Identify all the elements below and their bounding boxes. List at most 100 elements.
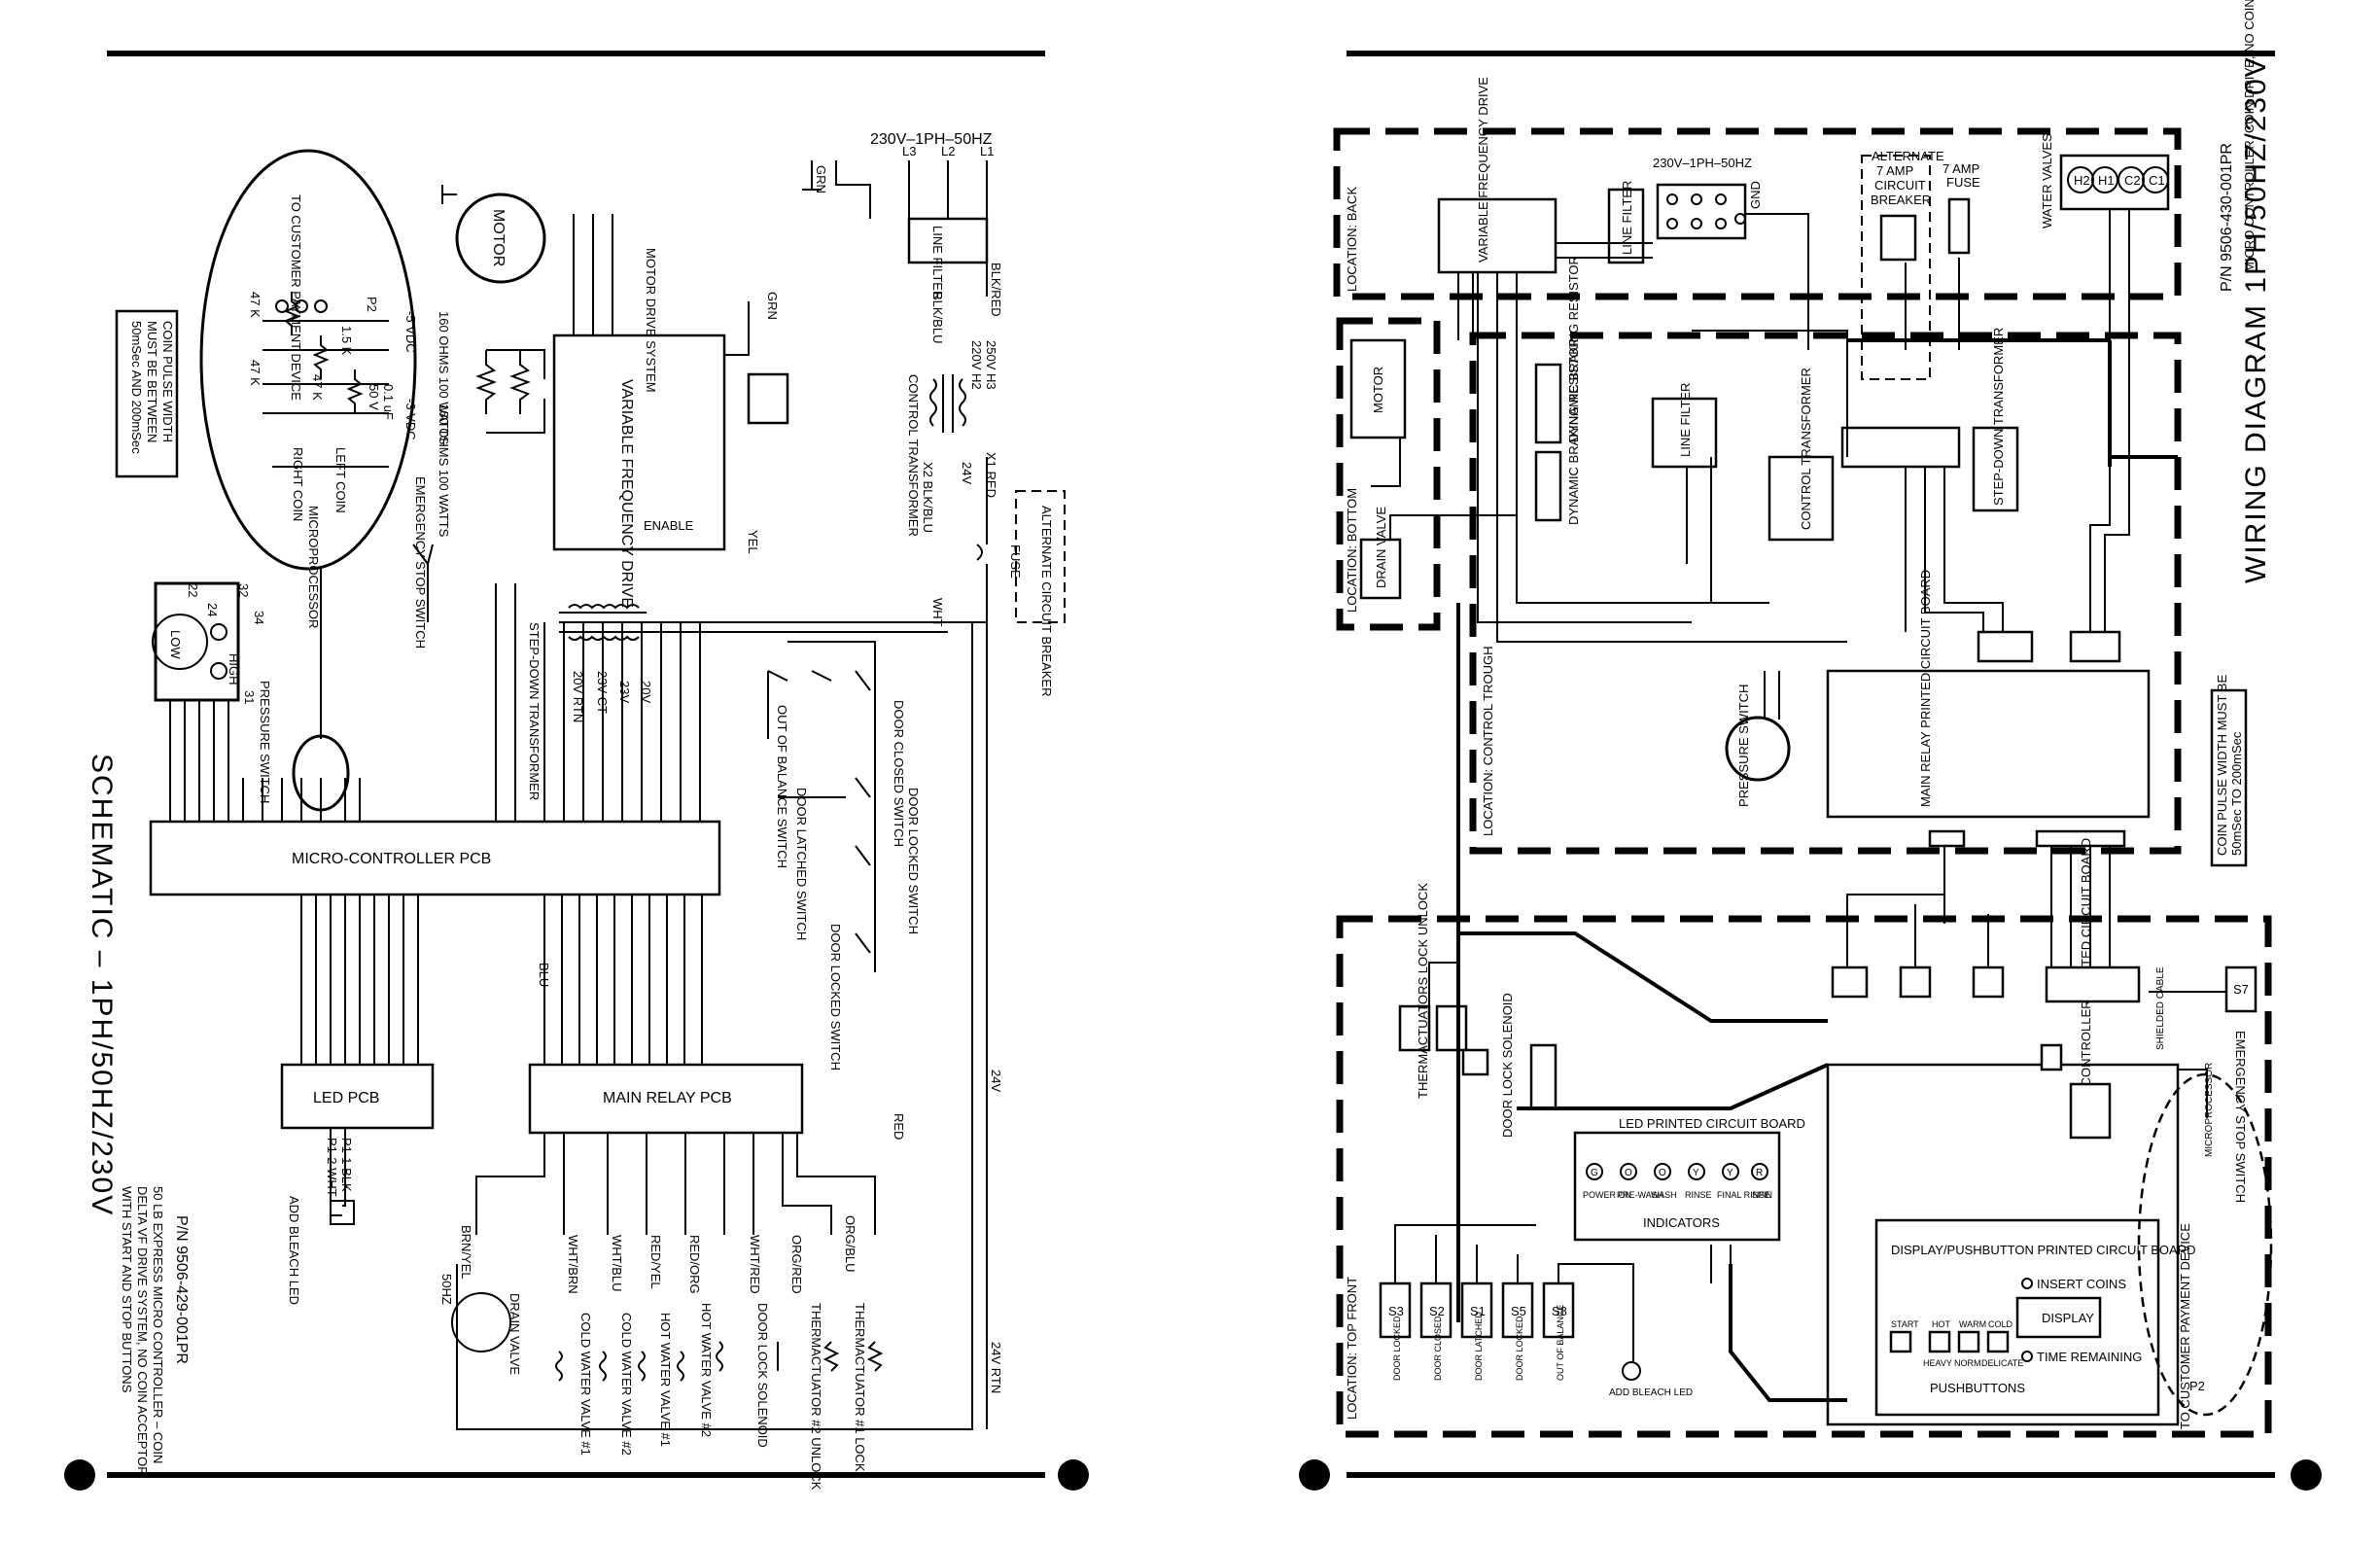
coin-label-47k-a: 47 K [248,292,262,318]
wiring-vfd-label: VARIABLE FREQUENCY DRIVE [1476,77,1490,263]
indicator-spin: SPIN [1752,1190,1772,1200]
wiring-thermactuators-label: THERMACTUATORS LOCK UNLOCK [1416,883,1430,1099]
wiring-step-down-label: STEP-DOWN TRANSFORMER [1991,328,2006,506]
wiring-relay-connectors [1928,630,2126,848]
wiring-connector-p3 [2069,1082,2112,1140]
wiring-fuse-symbol [1947,197,1971,255]
wiring-alt-breaker-3: CIRCUIT [1874,178,1926,193]
coin-note-line-1: COIN PULSE WIDTH [160,321,175,442]
supply-label: 230V–1PH–50HZ [870,131,993,148]
wiring-led-board [1573,1131,1781,1242]
wiring-p2-label: P2 [2189,1379,2205,1393]
wiring-time-remaining: TIME REMAINING [2037,1350,2142,1364]
wiring-line-filter-back-label: LINE FILTER [1620,181,1634,255]
motor-phase-wires [573,214,613,335]
motor-drive-system: MOTOR DRIVE SYSTEM [644,248,658,393]
warm-button[interactable] [1957,1330,1980,1353]
indicators-title: INDICATORS [1643,1215,1720,1230]
resistor-1-label: 160 OHMS 100 WATTS [437,311,451,445]
cold-button[interactable] [1986,1330,2010,1353]
hot-button[interactable] [1928,1330,1951,1353]
wiring-line-filter-trough [1651,397,1718,469]
wiring-main-relay-label: MAIN RELAY PRINTED CIRCUIT BOARD [1918,570,1933,807]
pressure-switch-label: PRESSURE SWITCH [258,681,272,803]
wiring-vfd-box [1437,197,1558,274]
switch-name-door-latched: DOOR LATCHED [1474,1312,1484,1381]
pressure-22: 22 [186,583,200,597]
wiring-alt-breaker-box [1861,155,1931,380]
wiring-motor-label: MOTOR [1371,367,1385,413]
wiring-terminal-block [1840,426,1961,469]
wiring-emergency-stop [2224,966,2258,1013]
wiring-display-board-label: DISPLAY/PUSHBUTTON PRINTED CIRCUIT BOARD [1891,1243,2196,1257]
wiring-door-lock-solenoid-label: DOOR LOCK SOLENOID [1500,993,1515,1138]
relay-load-wires [456,972,973,1430]
mc-relay-wires [543,895,703,1065]
location-control-trough-box [1469,332,2182,855]
load-cold-valve-2: COLD WATER VALVE #2 [619,1313,634,1456]
indicator-o2: O [1659,1168,1666,1178]
pressure-switch [152,581,240,702]
binder-hole [1299,1459,1330,1491]
resistor-2-label: 160 OHMS 100 WATTS [437,404,451,538]
switch-name-door-locked-a: DOOR LOCKED [1392,1316,1402,1381]
wiring-water-valves-label: WATER VALVES [2040,133,2054,228]
pressure-34: 34 [252,611,266,624]
emergency-stop-symbol [412,544,434,622]
wire-brn-yel: BRN/YEL [459,1225,473,1280]
tap-250v-h3: 250V H3 [984,340,998,390]
wiring-braking-resistor-2 [1534,450,1562,522]
schematic-desc-3: WITH START AND STOP BUTTONS [120,1186,134,1393]
page-frame [64,51,2322,1491]
wiring-pushbuttons[interactable] [1889,1330,2010,1353]
wiring-motor-box [1349,338,1407,439]
wire-org-blu: ORG/BLU [843,1215,858,1273]
coin-note-line-3: 50mSec AND 200mSec [129,321,144,454]
wiring-coin-ellipse [2137,1072,2273,1417]
tap-24v: 24V [960,462,974,484]
coin-label-m5vdc: -5 VDC [403,311,418,353]
coin-label-microprocessor: MICROPROCESSOR [306,506,321,628]
rail-24v-rtn: 24V RTN [989,1342,1003,1393]
load-hot-valve-2: HOT WATER VALVE #2 [699,1303,714,1437]
led-pin-1: P1-1 BLK [339,1138,354,1192]
coin-label-47k-c: 47 K [310,374,325,401]
switch-s8: S8 [1552,1304,1567,1318]
wiring-main-trunk [1847,338,2178,467]
wire-org-red: ORG/RED [789,1235,804,1294]
coin-label-m3vdc: -3 VDC [403,399,418,440]
indicator-g: G [1591,1168,1598,1178]
wiring-coin-note-2: 50mSec TO 200mSec [2229,731,2244,856]
indicator-wash: WASH [1651,1190,1677,1200]
wire-blu: BLU [537,963,551,987]
coin-label-right-coin: RIGHT COIN [291,447,305,521]
power-rails [622,621,988,1429]
pushbutton-delicate: DELICATE [1981,1358,2023,1368]
wiring-alt-breaker-2: 7 AMP [1876,163,1913,178]
wiring-main-relay-board [1826,669,2151,819]
wiring-coin-note-box [2210,688,2248,867]
schematic-part-number: P/N 9506-429-001PR [173,1215,190,1364]
valve-c1: C1 [2149,173,2165,188]
switch-door-locked-b: DOOR LOCKED SWITCH [828,924,843,1071]
wiring-microprocessor: MICROPROCESSOR [2204,1063,2215,1157]
terminal-grn: GRN [814,165,828,193]
left-schematic: SCHEMATIC – 1PH/50HZ/230V P/N 9506-429-0… [86,131,1066,1491]
main-line-filter-label: LINE FILTER [930,226,945,299]
coin-label-50v: 50 V [367,384,381,410]
wiring-supply-label: 230V–1PH–50HZ [1653,156,1752,170]
location-bottom-label: LOCATION: BOTTOM [1345,488,1359,613]
stepdown-23v: 23V [617,681,632,703]
alternate-breaker-box [1015,490,1066,623]
led-pin-2: P1-2 WHT [325,1138,339,1197]
wire-blk-blu: BLK/BLU [930,292,945,343]
start-button[interactable] [1889,1330,1912,1353]
wiring-line-filter-back [1607,188,1645,264]
wiring-control-transformer-label: CONTROL TRANSFORMER [1799,368,1813,530]
schematic-desc-1: 50 LB EXPRESS MICRO CONTROLLER – COIN [151,1186,165,1463]
location-control-trough-label: LOCATION: CONTROL TROUGH [1481,647,1495,837]
wiring-pressure-switch [1725,716,1791,782]
coin-resistor-network [262,292,389,468]
switch-door-locked-a: DOOR LOCKED SWITCH [906,788,921,934]
binder-hole [1058,1459,1089,1491]
